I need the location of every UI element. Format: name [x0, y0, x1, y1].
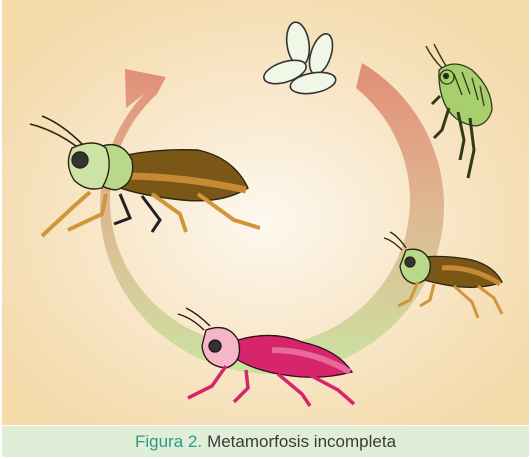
caption-label: Figura 2.	[135, 432, 202, 452]
caption-text: Metamorfosis incompleta	[207, 432, 396, 452]
caption-bar: Figura 2. Metamorfosis incompleta	[2, 426, 529, 457]
metamorphosis-diagram	[2, 0, 529, 425]
